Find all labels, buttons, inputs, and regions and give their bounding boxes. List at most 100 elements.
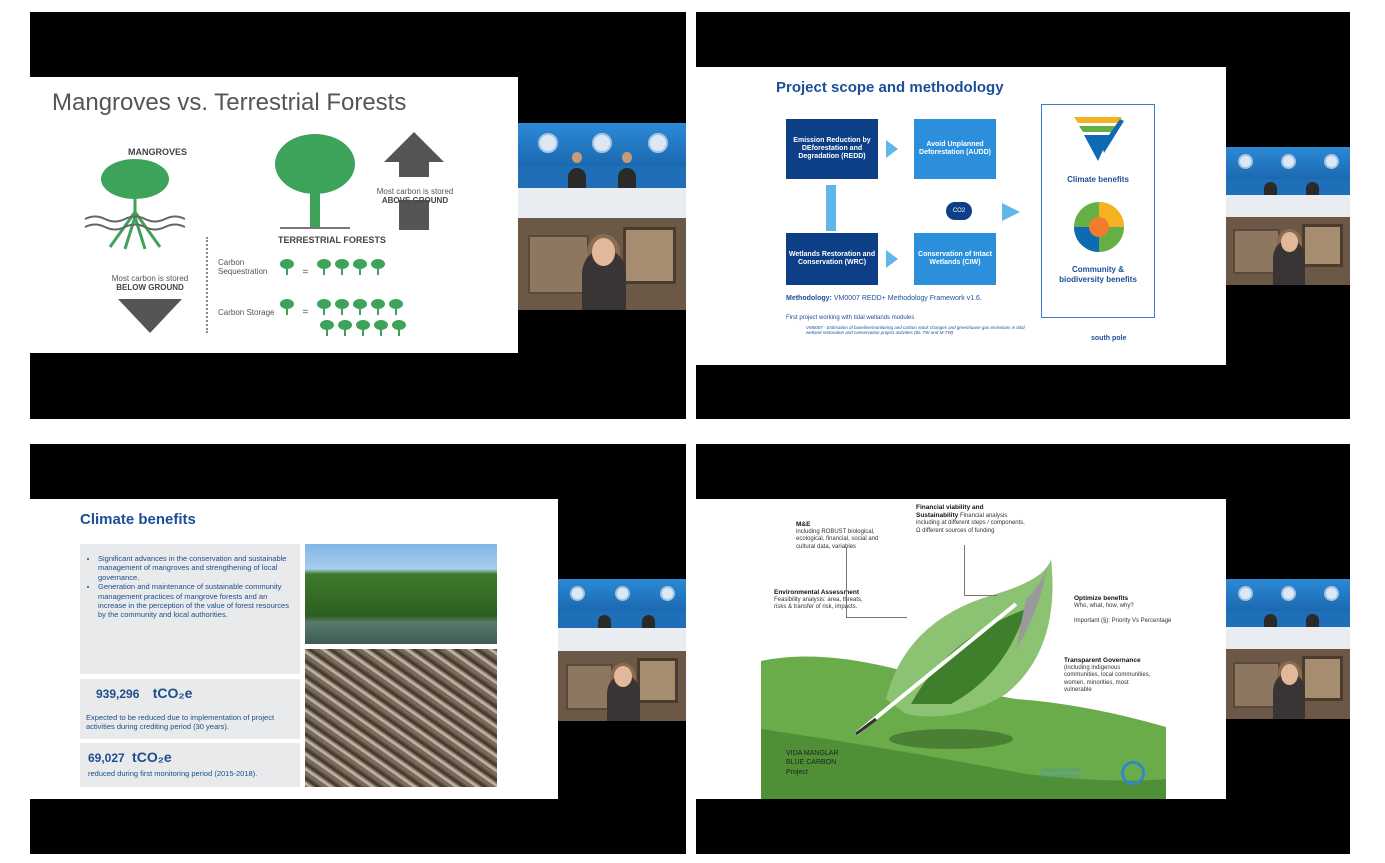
tree-icon <box>356 320 370 336</box>
speaker-face <box>1280 664 1298 686</box>
environmental-title: Environmental Assessment <box>774 589 860 596</box>
emblem-icon <box>648 132 668 153</box>
emblem-icon <box>1238 154 1253 169</box>
background-door <box>1301 223 1343 268</box>
emblem-icon <box>1324 586 1339 601</box>
optimize-text: Who, what, how, why? <box>1074 603 1134 610</box>
desk <box>518 187 686 218</box>
below-text: Most carbon is stored BELOW GROUND <box>95 274 205 292</box>
metric1: 939,296 tCO₂e <box>96 685 192 701</box>
participant-video-speaker[interactable] <box>558 651 686 721</box>
terrestrial-label: TERRESTRIAL FORESTS <box>278 235 386 245</box>
below-text-line: Most carbon is stored <box>111 274 189 283</box>
desk <box>558 627 686 651</box>
bookshelf <box>1233 661 1280 708</box>
me-text: including ROBUST biological, ecological,… <box>796 529 879 550</box>
storage-trees: = <box>280 299 420 341</box>
methodology-line: Methodology: VM0007 REDD+ Methodology Fr… <box>786 295 982 302</box>
metric1-desc: Expected to be reduced due to implementa… <box>86 713 275 731</box>
background-door <box>1301 656 1343 701</box>
above-bold-line: ABOVE GROUND <box>381 196 449 206</box>
carbon-sequestration-label: Carbon Sequestration <box>218 258 268 277</box>
tree-icon <box>320 320 334 336</box>
green-hills-graphic <box>761 559 1166 799</box>
emblem-icon <box>660 586 675 602</box>
emblem-icon <box>615 586 630 602</box>
methodology-value: VM0007 REDD+ Methodology Framework v1.6. <box>833 295 982 302</box>
participant-video-speaker[interactable] <box>518 218 686 310</box>
tree-icon <box>370 259 385 275</box>
mangrove-tree-icon <box>84 159 186 250</box>
participant-video-conference[interactable] <box>518 123 686 218</box>
metric2-value: 69,027 <box>88 751 125 765</box>
slide-title: Mangroves vs. Terrestrial Forests <box>52 89 407 116</box>
bullet-item: Generation and maintenance of sustainabl… <box>98 582 294 620</box>
speaker-face <box>614 666 633 688</box>
tree-icon <box>374 320 388 336</box>
shared-slide: Mangroves vs. Terrestrial Forests MANGRO… <box>30 77 518 353</box>
participant-video-speaker[interactable] <box>1226 649 1350 719</box>
video-panel-1[interactable]: Mangroves vs. Terrestrial Forests MANGRO… <box>30 12 686 419</box>
project-name: VIDA MANGLAR BLUE CARBON Project <box>786 750 839 776</box>
emblem-icon <box>1238 586 1253 601</box>
tree-icon <box>392 320 406 336</box>
background-door <box>636 658 679 703</box>
shared-slide: Project scope and methodology Emission R… <box>696 67 1226 365</box>
metric1-panel <box>80 679 300 739</box>
metric1-unit: tCO₂e <box>152 685 193 701</box>
participant-video-conference[interactable] <box>558 579 686 651</box>
bullet-item: Significant advances in the conservation… <box>98 554 294 582</box>
benefits-box: Climate benefits Community & biodiversit… <box>1041 104 1155 318</box>
me-title: M&E <box>796 521 811 528</box>
tree-icon <box>316 259 331 275</box>
me-block: M&E including ROBUST biological, ecologi… <box>796 521 896 551</box>
participant-head <box>572 151 582 163</box>
dotted-connector <box>206 237 210 333</box>
emblem-icon <box>1281 586 1296 601</box>
above-text-line: Most carbon is stored <box>376 187 454 196</box>
climate-benefits-label: Climate benefits <box>1067 175 1129 184</box>
speaker-face <box>1280 231 1298 253</box>
video-panel-2[interactable]: Project scope and methodology Emission R… <box>696 12 1350 419</box>
participant-video-speaker[interactable] <box>1226 217 1350 285</box>
emblem-icon <box>538 132 558 153</box>
financial-title: Financial viability and Sustainability <box>916 504 984 520</box>
conservation-international-logo: CONSERVATION INTERNATIONAL <box>1041 768 1081 780</box>
optimize-title: Optimize benefits <box>1074 595 1129 602</box>
emblem-icon <box>592 132 612 153</box>
ci-circle-icon <box>1121 761 1145 785</box>
sequestration-trees: = <box>280 259 389 280</box>
financial-text: Financial analysis including at differen… <box>916 513 1025 534</box>
important-text: Important (§): Priority Vs Percentage <box>1074 618 1172 625</box>
participant-video-conference[interactable] <box>1226 579 1350 649</box>
video-panel-4[interactable]: M&E including ROBUST biological, ecologi… <box>696 444 1350 854</box>
emblem-icon <box>1324 154 1339 169</box>
tree-icon <box>338 320 352 336</box>
south-pole-logo: south pole <box>1091 335 1127 342</box>
equals-sign: = <box>302 267 309 278</box>
video-panel-3[interactable]: Climate benefits Significant advances in… <box>30 444 686 854</box>
arrow-right-icon <box>1002 203 1020 221</box>
bookshelf <box>528 234 590 294</box>
mangrove-photo-2 <box>305 649 497 787</box>
tree-icon <box>352 299 367 315</box>
box-ciw: Conservation of Intact Wetlands (CIW) <box>914 233 996 285</box>
tree-icon <box>334 299 349 315</box>
equals-sign: = <box>302 307 309 318</box>
shared-slide: Climate benefits Significant advances in… <box>30 499 558 799</box>
box-wrc: Wetlands Restoration and Conservation (W… <box>786 233 878 285</box>
connector-lines <box>964 545 997 596</box>
connector-lines <box>846 547 907 618</box>
speaker-face <box>591 238 616 266</box>
fine-print: VM0007 - Estimation of baseline/monitori… <box>806 325 1025 336</box>
shared-slide: M&E including ROBUST biological, ecologi… <box>696 499 1226 799</box>
box-audd: Avoid Unplanned Deforestation (AUDD) <box>914 119 996 179</box>
tree-icon <box>280 299 294 315</box>
bullets-panel <box>80 544 300 674</box>
governance-title: Transparent Governance <box>1064 657 1141 664</box>
emblem-icon <box>570 586 585 602</box>
slide-title: Climate benefits <box>80 511 196 528</box>
participant-video-conference[interactable] <box>1226 147 1350 217</box>
mangrove-photo-1 <box>305 544 497 644</box>
box-redd: Emission Reduction by DEforestation and … <box>786 119 878 179</box>
